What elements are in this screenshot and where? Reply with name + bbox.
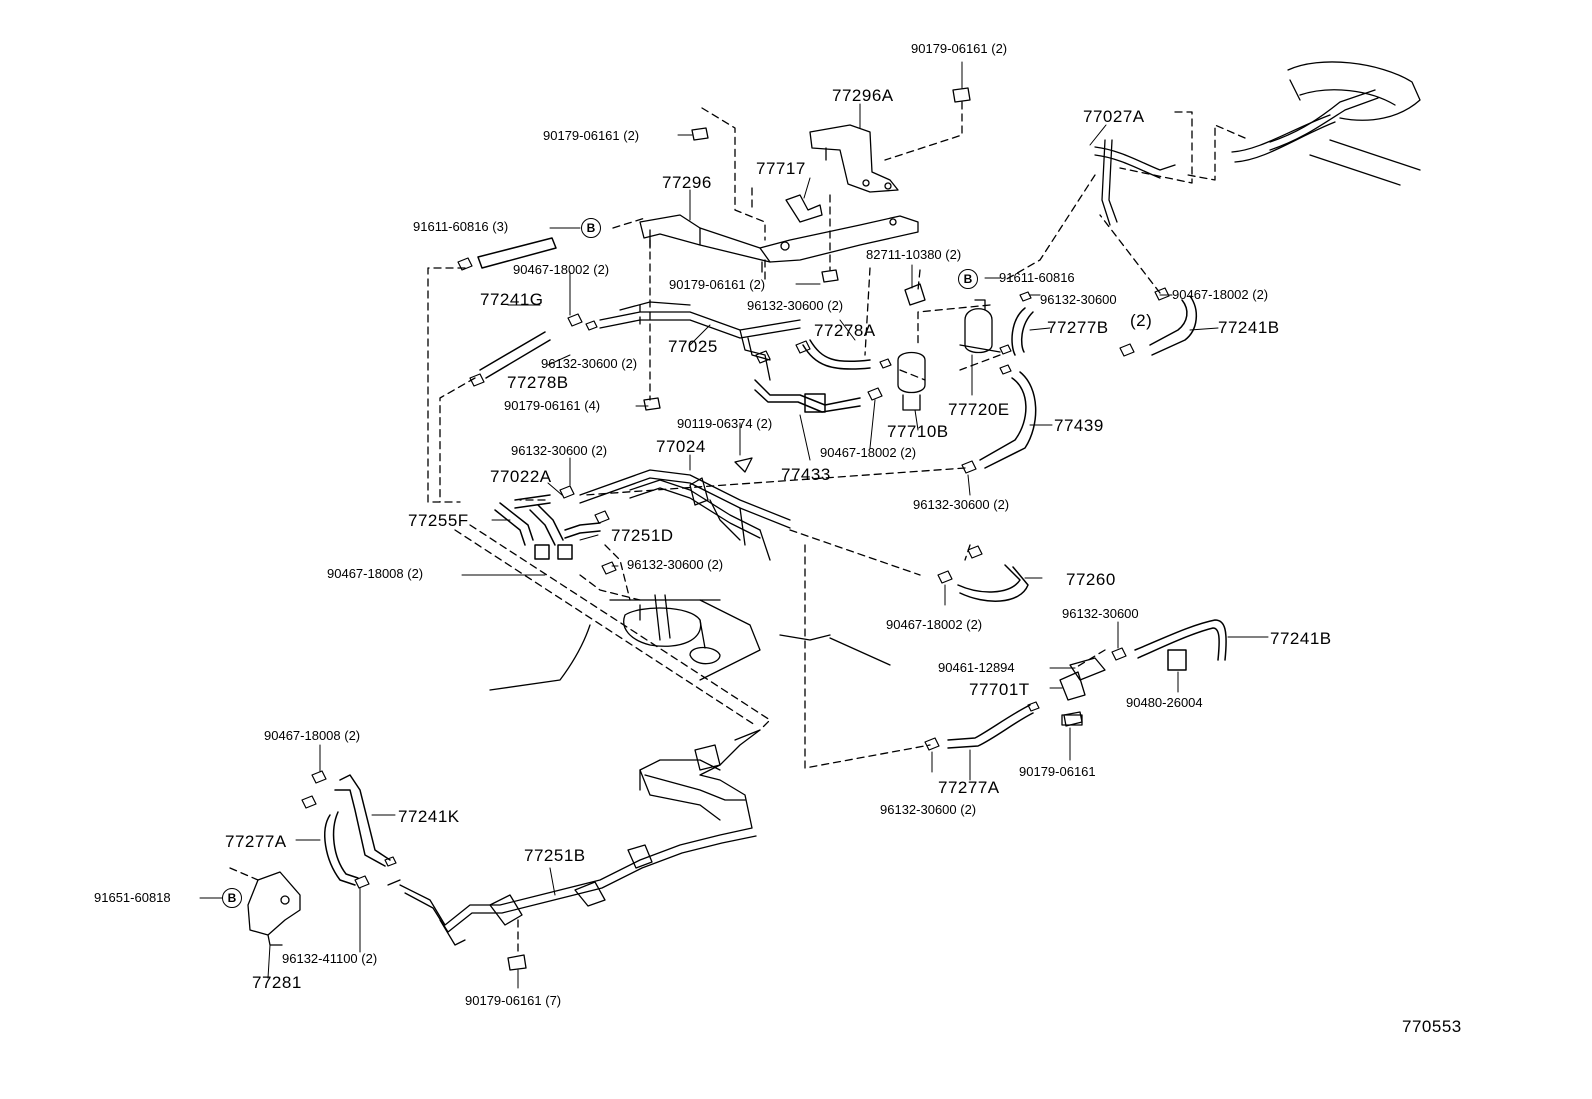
callout-77241g: 77241G [480, 290, 544, 309]
valve-77281 [247, 871, 301, 946]
leader-lines [199, 61, 1269, 989]
marker-b-2: B [958, 269, 978, 289]
fuel-line-77251b [387, 729, 761, 946]
hoses-77022a-77255f [494, 494, 601, 560]
callout-90467-18002-b: 90467-18002 (2) [1172, 287, 1269, 302]
callout-90179-06161-right: 90179-06161 [1019, 764, 1096, 779]
callout-96132-30600-h: 96132-30600 (2) [880, 802, 977, 817]
fuel-line-77025 [599, 301, 801, 381]
diagram-id: 770553 [1402, 1017, 1462, 1036]
part-77433 [754, 379, 861, 413]
callout-96132-30600-e: 96132-30600 (2) [913, 497, 1010, 512]
callout-77439: 77439 [1054, 416, 1104, 435]
callout-96132-30600-b: 96132-30600 [1040, 292, 1117, 307]
callout-77720e: 77720E [948, 400, 1010, 419]
callout-77433: 77433 [781, 465, 831, 484]
callout-77241k: 77241K [398, 807, 460, 826]
marker-b-1: B [581, 218, 601, 238]
callout-82711-10380: 82711-10380 (2) [866, 247, 962, 262]
hose-77241b-lower [1134, 619, 1227, 671]
callout-90179-06161-top: 90179-06161 (2) [911, 41, 1008, 56]
callout-90467-18008-a: 90467-18008 (2) [327, 566, 424, 581]
hoses-lower-left [324, 774, 391, 886]
callout-77277a-right: 77277A [938, 778, 1000, 797]
callout-90467-18002-a: 90467-18002 (2) [513, 262, 610, 277]
callout-96132-30600-f: 96132-30600 (2) [627, 557, 724, 572]
callout-90467-18002-d: 90467-18002 (2) [886, 617, 983, 632]
hose-77439 [979, 371, 1037, 469]
callout-91611-60816-3: 91611-60816 (3) [413, 219, 509, 234]
callout-90467-18002-c: 90467-18002 (2) [820, 445, 917, 460]
callout-77260: 77260 [1066, 570, 1116, 589]
callout-77241b-top: 77241B [1218, 318, 1280, 337]
callout-77025: 77025 [668, 337, 718, 356]
dashed-leaders [229, 101, 1246, 956]
callout-77281: 77281 [252, 973, 302, 992]
callout-qty-2: (2) [1130, 311, 1153, 330]
hose-77260 [957, 564, 1029, 602]
callout-77251d: 77251D [611, 526, 674, 545]
marker-b-3: B [222, 888, 242, 908]
callout-77022a: 77022A [490, 467, 552, 486]
bracket-77717 [785, 194, 823, 223]
hose-77277b [1011, 307, 1034, 356]
hose-77278a [802, 339, 871, 370]
callout-77278b: 77278B [507, 373, 569, 392]
callout-90179-06161-mid: 90179-06161 (2) [669, 277, 766, 292]
callout-77241b-lower: 77241B [1270, 629, 1332, 648]
callout-77710b: 77710B [887, 422, 949, 441]
callout-96132-30600-d: 96132-30600 (2) [511, 443, 608, 458]
nuts [507, 87, 1083, 971]
callout-96132-41100: 96132-41100 (2) [282, 951, 378, 966]
valve-assembly [897, 283, 1001, 411]
callout-77027a: 77027A [1083, 107, 1145, 126]
bracket-77296a [809, 124, 899, 193]
callout-90461-12894: 90461-12894 [938, 660, 1015, 675]
callout-77296a: 77296A [832, 86, 894, 105]
hose-77241b-top [1149, 295, 1197, 356]
callout-90480-26004: 90480-26004 [1126, 695, 1203, 710]
callout-90119-06374: 90119-06374 (2) [677, 416, 773, 431]
bracket-77296 [639, 214, 919, 273]
fuel-line-77027a [1094, 89, 1379, 226]
callout-77255f: 77255F [408, 511, 469, 530]
callout-77296: 77296 [662, 173, 712, 192]
callout-90467-18008-b: 90467-18008 (2) [264, 728, 361, 743]
hose-77241g [477, 237, 557, 379]
callout-77251b: 77251B [524, 846, 586, 865]
callout-90179-06161-7: 90179-06161 (7) [465, 993, 562, 1008]
callout-96132-30600-g: 96132-30600 [1062, 606, 1139, 621]
clamps [301, 257, 1170, 889]
callout-90179-06161-4: 90179-06161 (4) [504, 398, 601, 413]
callout-77277b: 77277B [1047, 318, 1109, 337]
callout-96132-30600-c: 96132-30600 (2) [541, 356, 638, 371]
valve-77701t [1059, 657, 1106, 726]
callout-77024: 77024 [656, 437, 706, 456]
fuel-line-77024 [579, 469, 791, 561]
callout-96132-30600-a: 96132-30600 (2) [747, 298, 844, 313]
callout-77277a-left: 77277A [225, 832, 287, 851]
callout-91651-60818: 91651-60818 [94, 890, 171, 905]
hose-77277a-right [947, 704, 1034, 749]
callout-90179-06161-left: 90179-06161 (2) [543, 128, 640, 143]
callout-77278a: 77278A [814, 321, 876, 340]
callout-77717: 77717 [756, 159, 806, 178]
callout-91611-60816: 91611-60816 [999, 270, 1075, 285]
vehicle-body-outline [1287, 61, 1421, 186]
fuel-tank-outline [489, 594, 891, 691]
callout-77701t: 77701T [969, 680, 1030, 699]
